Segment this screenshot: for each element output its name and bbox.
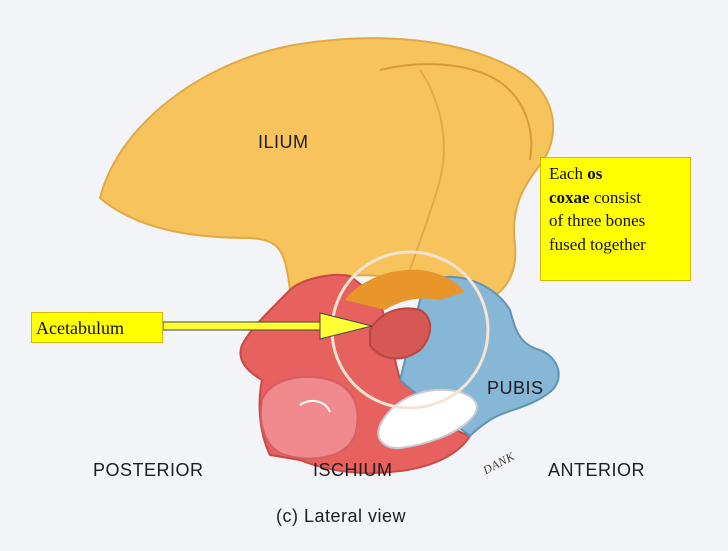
acetabulum-fossa (369, 307, 432, 360)
obturator-foramen (377, 388, 478, 450)
iliac-crest-line (379, 63, 533, 161)
label-posterior: POSTERIOR (93, 460, 204, 480)
tuberosity-highlight (299, 399, 331, 413)
label-pubis: PUBIS (487, 378, 544, 398)
label-ischium: ISCHIUM (313, 460, 393, 480)
acetabulum-callout: Acetabulum (31, 312, 163, 343)
ilium-shape (98, 37, 555, 307)
acetabulum-upper (345, 269, 465, 310)
arrow (162, 312, 373, 340)
note-text-4: fused together (549, 234, 646, 254)
note-text-3: of three bones (549, 211, 646, 230)
os-coxae-note: Each os coxae consist of three bones fus… (540, 157, 691, 281)
iliac-fossa-line (409, 69, 445, 271)
note-text-1: Each (549, 164, 588, 183)
label-anterior: ANTERIOR (548, 460, 646, 480)
note-bold-os: os (587, 164, 603, 183)
label-ilium: ILIUM (258, 132, 309, 152)
figure-caption: (c) Lateral view (276, 506, 407, 526)
ischial-tuberosity (259, 376, 359, 460)
note-text-2: consist (589, 187, 642, 207)
note-bold-coxae: coxae (549, 187, 590, 207)
